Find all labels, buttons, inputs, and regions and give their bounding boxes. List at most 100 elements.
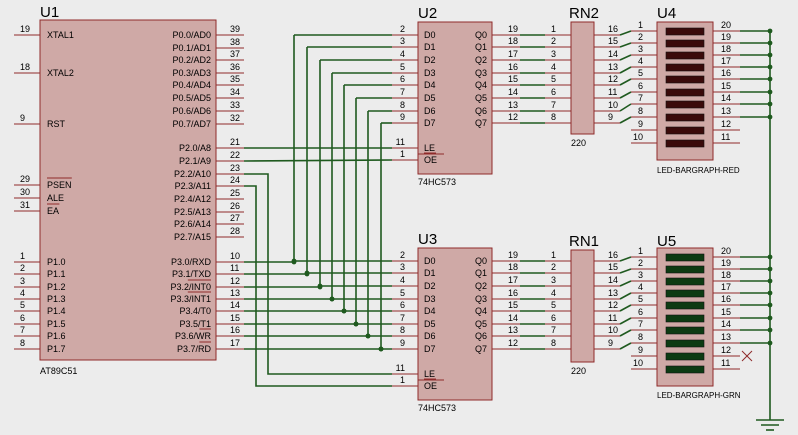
latch-pin-name: Q4 <box>475 306 487 316</box>
rn-pin-number: 11 <box>608 313 617 323</box>
led-segment <box>665 301 705 310</box>
latch-pin-number: 14 <box>508 313 518 323</box>
latch-pin-name: D0 <box>424 256 436 266</box>
led-drive-wire <box>619 292 632 300</box>
u1-pin-name: P0.5/AD5 <box>172 93 211 103</box>
rn-pin-number: 14 <box>608 275 618 285</box>
wires <box>243 28 784 431</box>
rn-pin-number: 16 <box>608 24 618 34</box>
u1-pin-number: 22 <box>230 150 240 160</box>
latch-enable-wire <box>244 173 392 375</box>
u1-pin-name: P3.7/RD <box>177 344 212 354</box>
latch-pin-number: 4 <box>400 275 405 285</box>
bargraph-pin-number: 10 <box>633 132 643 142</box>
u1-pin-number: 38 <box>230 37 240 47</box>
latch-body <box>417 21 493 175</box>
bargraph-pin-number: 3 <box>638 44 643 54</box>
bargraph-pin-number: 17 <box>721 282 731 292</box>
u1-pin-number: 35 <box>230 74 240 84</box>
rn-pin-number: 3 <box>551 49 556 59</box>
latch-pin-name: D0 <box>424 30 436 40</box>
latch-pin-number: 15 <box>508 74 518 84</box>
latch-pin-number: 16 <box>508 62 518 72</box>
led-segment <box>665 365 705 374</box>
u1-pin-name: RST <box>47 119 66 129</box>
latch-pin-number: 15 <box>508 300 518 310</box>
bargraph-pin-number: 2 <box>638 32 643 42</box>
u1-pin-name: P2.5/A13 <box>174 207 211 217</box>
rn-pin-number: 7 <box>551 325 556 335</box>
rn-pin-number: 8 <box>551 338 556 348</box>
output-enable-wire <box>243 159 393 162</box>
led-drive-wire <box>619 304 632 312</box>
u1-pin-name: P0.2/AD2 <box>172 55 211 65</box>
u1-pin-number: 19 <box>20 24 30 34</box>
bargraph-pin-number: 12 <box>721 345 731 355</box>
bargraph-pin-number: 16 <box>721 68 731 78</box>
latch-pin-number: 3 <box>400 36 405 46</box>
rn-pin-number: 5 <box>551 74 556 84</box>
latch-pin-name: D5 <box>424 93 436 103</box>
rn-pin-number: 6 <box>551 87 556 97</box>
bargraph-pin-number: 14 <box>721 319 731 329</box>
bargraph-pin-number: 9 <box>638 345 643 355</box>
wire-junction <box>378 346 384 352</box>
latch-pin-number: 2 <box>400 24 405 34</box>
latch-pin-name: LE <box>424 369 435 379</box>
u1-pin-number: 9 <box>20 113 25 123</box>
latch-body <box>417 247 493 401</box>
led-segment <box>665 39 705 48</box>
bargraph-pin-number: 4 <box>638 282 643 292</box>
u1-pin-number: 10 <box>230 251 240 261</box>
latch-pin-name: Q6 <box>475 106 487 116</box>
latch-pin-number: 7 <box>400 313 405 323</box>
led-segment <box>665 289 705 298</box>
bargraph-pin-number: 8 <box>638 332 643 342</box>
u1-pin-number: 24 <box>230 175 240 185</box>
latch-pin-name: Q0 <box>475 30 487 40</box>
u1-pin-name: P0.4/AD4 <box>172 80 211 90</box>
u1-pin-number: 17 <box>230 338 240 348</box>
led-segment <box>665 326 705 335</box>
u1-pin-name: P2.1/A9 <box>179 156 211 166</box>
u1-pin-number: 15 <box>230 313 240 323</box>
bargraph-pin-number: 1 <box>638 246 643 256</box>
wire-junction <box>365 333 371 339</box>
u1-pin-name: P3.1/TXD <box>172 269 212 279</box>
bargraph-part: LED-BARGRAPH-RED <box>657 166 740 175</box>
bargraph-pin-number: 14 <box>721 93 731 103</box>
wire-junction <box>329 296 335 302</box>
latch-pin-number: 18 <box>508 262 518 272</box>
latch-pin-name: Q2 <box>475 55 487 65</box>
u1-pin-number: 32 <box>230 113 240 123</box>
latch-pin-name: D5 <box>424 319 436 329</box>
latch-pin-name: OE <box>424 155 437 165</box>
u1-pin-number: 39 <box>230 24 240 34</box>
led-drive-wire <box>619 256 632 262</box>
bargraph-pin-number: 11 <box>721 358 730 368</box>
u1-pin-number: 36 <box>230 62 240 72</box>
led-segment <box>665 27 705 36</box>
bargraph-pin-number: 7 <box>638 319 643 329</box>
latch-pin-number: 13 <box>508 325 518 335</box>
u1-pin-number: 3 <box>20 276 25 286</box>
rn-pin-number: 5 <box>551 300 556 310</box>
u1-pin-name: P3.6/WR <box>175 331 212 341</box>
u1-pin-name: P2.6/A14 <box>174 219 211 229</box>
led-drive-wire <box>619 42 632 48</box>
bargraph-pin-number: 5 <box>638 294 643 304</box>
microcontroller-body <box>39 19 217 361</box>
rn-pin-number: 13 <box>608 62 618 72</box>
led-drive-wire <box>619 317 632 325</box>
latch-pin-name: Q3 <box>475 68 487 78</box>
bargraph-pin-number: 1 <box>638 20 643 30</box>
data-bus-wire <box>355 98 392 325</box>
rn-pin-number: 6 <box>551 313 556 323</box>
u1-pin-number: 1 <box>20 251 25 261</box>
latch-pin-name: D2 <box>424 281 436 291</box>
rn-pin-number: 9 <box>608 112 613 122</box>
latch-pin-number: 13 <box>508 100 518 110</box>
led-segment <box>665 126 705 135</box>
u1-pin-name: P2.0/A8 <box>179 143 211 153</box>
latch-part-label: 74HC573 <box>418 177 456 187</box>
